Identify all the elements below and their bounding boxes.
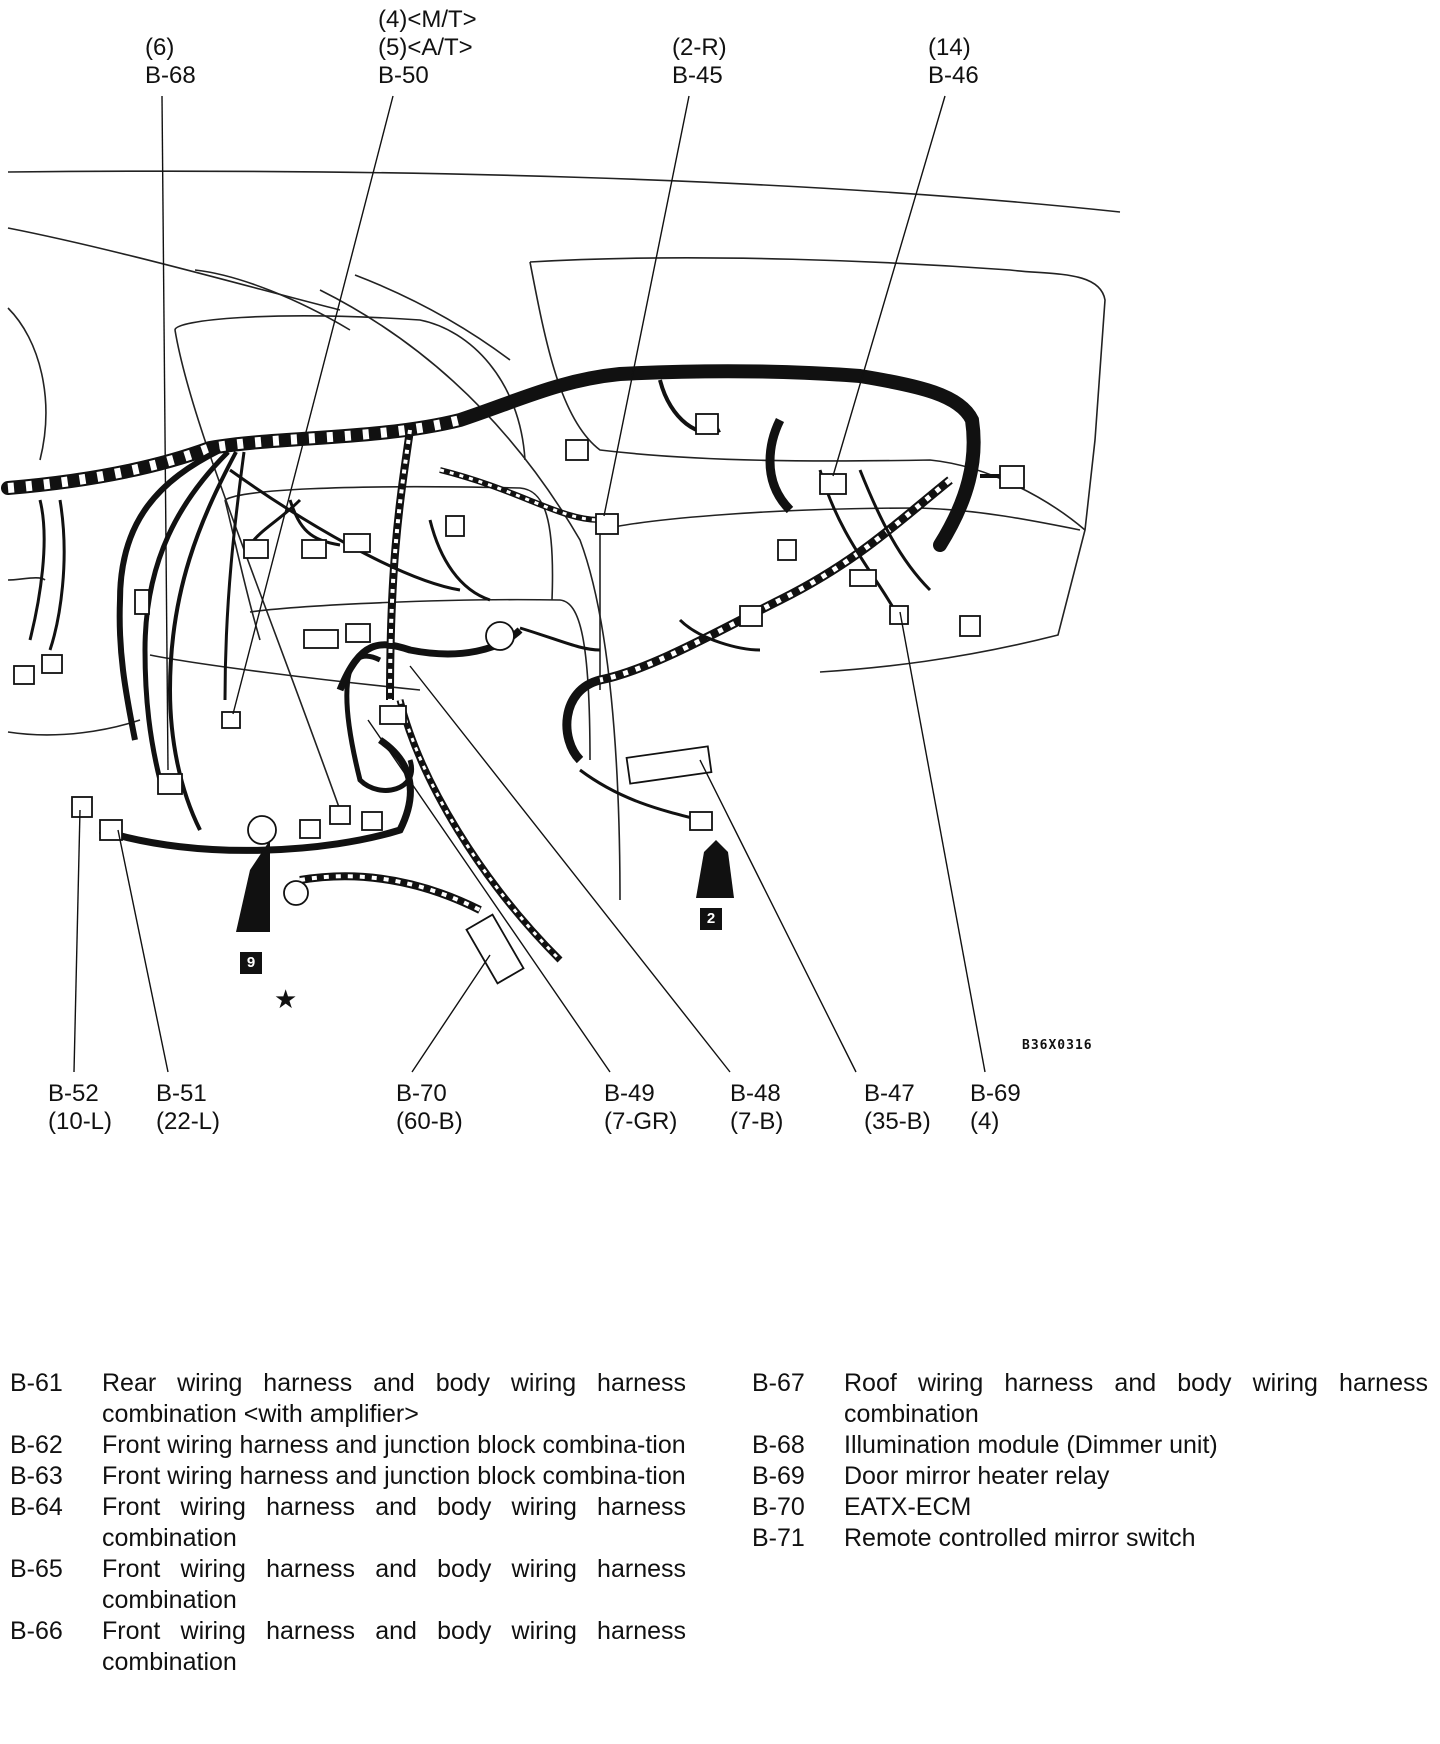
legend-item: B-66 Front wiring harness and body wirin…	[10, 1616, 686, 1678]
legend-text: Front wiring harness and body wiring har…	[102, 1555, 686, 1614]
figure-code: B36X0316	[1022, 1038, 1093, 1053]
legend-item: B-65 Front wiring harness and body wirin…	[10, 1554, 686, 1616]
label-b-45-line1: (2-R)	[672, 34, 727, 61]
label-b-46-line2: B-46	[928, 62, 979, 89]
legend-item: B-68 Illumination module (Dimmer unit)	[752, 1430, 1428, 1461]
legend-code: B-65	[10, 1555, 63, 1583]
instrument-panel-outline	[7, 170, 1121, 901]
label-b-49-line1: B-49	[604, 1080, 655, 1107]
legend-item: B-64 Front wiring harness and body wirin…	[10, 1492, 686, 1554]
label-b-52: B-52 (10-L)	[48, 1080, 112, 1136]
label-b-51-line1: B-51	[156, 1080, 207, 1107]
label-b-69-line1: B-69	[970, 1080, 1021, 1107]
label-b-68-line2: B-68	[145, 62, 196, 89]
connector-blocks	[13, 413, 1025, 985]
legend-code: B-67	[752, 1369, 805, 1397]
label-b-50-line2: (5)<A/T>	[378, 34, 473, 61]
ground-arrows	[236, 840, 734, 932]
label-b-51-line2: (22-L)	[156, 1108, 221, 1135]
legend-left: B-61 Rear wiring harness and body wiring…	[10, 1368, 686, 1678]
legend-code: B-69	[752, 1462, 805, 1490]
legend-code: B-63	[10, 1462, 63, 1490]
label-b-45: (2-R) B-45	[672, 34, 727, 90]
legend-right: B-67 Roof wiring harness and body wiring…	[752, 1368, 1428, 1554]
wiring-harness-diagram	[1, 95, 1121, 1073]
legend-text: Rear wiring harness and body wiring harn…	[102, 1369, 686, 1428]
ground-marker-2: 2	[700, 908, 722, 930]
legend-text: Front wiring harness and body wiring har…	[102, 1493, 686, 1552]
label-b-48-line2: (7-B)	[730, 1108, 784, 1135]
label-b-47: B-47 (35-B)	[864, 1080, 931, 1136]
legend-text: Front wiring harness and body wiring har…	[102, 1617, 686, 1676]
legend-code: B-70	[752, 1493, 805, 1521]
legend-code: B-62	[10, 1431, 63, 1459]
label-b-46-line1: (14)	[928, 34, 971, 61]
label-b-45-line2: B-45	[672, 62, 723, 89]
label-b-70-line1: B-70	[396, 1080, 447, 1107]
label-b-50-line3: B-50	[378, 62, 429, 89]
label-b-70-line2: (60-B)	[396, 1108, 463, 1135]
legend-item: B-61 Rear wiring harness and body wiring…	[10, 1368, 686, 1430]
legend-item: B-62 Front wiring harness and junction b…	[10, 1430, 686, 1461]
label-b-50: (4)<M/T> (5)<A/T> B-50	[378, 6, 477, 90]
label-b-47-line2: (35-B)	[864, 1108, 931, 1135]
leader-lines	[73, 95, 986, 1073]
legend-text: EATX-ECM	[844, 1493, 972, 1521]
label-b-52-line1: B-52	[48, 1080, 99, 1107]
legend-item: B-63 Front wiring harness and junction b…	[10, 1461, 686, 1492]
label-b-52-line2: (10-L)	[48, 1108, 113, 1135]
legend-text: Roof wiring harness and body wiring harn…	[844, 1369, 1428, 1428]
legend-item: B-69 Door mirror heater relay	[752, 1461, 1428, 1492]
label-b-47-line1: B-47	[864, 1080, 915, 1107]
label-b-46: (14) B-46	[928, 34, 979, 90]
legend-code: B-71	[752, 1524, 805, 1552]
legend-text: Front wiring harness and junction block …	[102, 1462, 686, 1490]
label-b-48-line1: B-48	[730, 1080, 781, 1107]
legend-item: B-71 Remote controlled mirror switch	[752, 1523, 1428, 1554]
label-b-68-line1: (6)	[145, 34, 175, 61]
legend-code: B-68	[752, 1431, 805, 1459]
star-marker: ★	[274, 984, 298, 1014]
legend-item: B-67 Roof wiring harness and body wiring…	[752, 1368, 1428, 1430]
label-b-68: (6) B-68	[145, 34, 196, 90]
legend-text: Remote controlled mirror switch	[844, 1524, 1196, 1552]
legend-code: B-66	[10, 1617, 63, 1645]
legend-code: B-61	[10, 1369, 63, 1397]
label-b-51: B-51 (22-L)	[156, 1080, 220, 1136]
legend-text: Front wiring harness and junction block …	[102, 1431, 686, 1459]
label-b-69-line2: (4)	[970, 1108, 1000, 1135]
main-harness	[1, 364, 1000, 963]
label-b-49: B-49 (7-GR)	[604, 1080, 677, 1136]
ground-marker-9: 9	[240, 952, 262, 974]
label-b-48: B-48 (7-B)	[730, 1080, 783, 1136]
label-b-49-line2: (7-GR)	[604, 1108, 678, 1135]
legend-text: Door mirror heater relay	[844, 1462, 1110, 1490]
legend-code: B-64	[10, 1493, 63, 1521]
legend-text: Illumination module (Dimmer unit)	[844, 1431, 1218, 1459]
legend-item: B-70 EATX-ECM	[752, 1492, 1428, 1523]
label-b-50-line1: (4)<M/T>	[378, 6, 477, 33]
label-b-70: B-70 (60-B)	[396, 1080, 463, 1136]
label-b-69: B-69 (4)	[970, 1080, 1021, 1136]
